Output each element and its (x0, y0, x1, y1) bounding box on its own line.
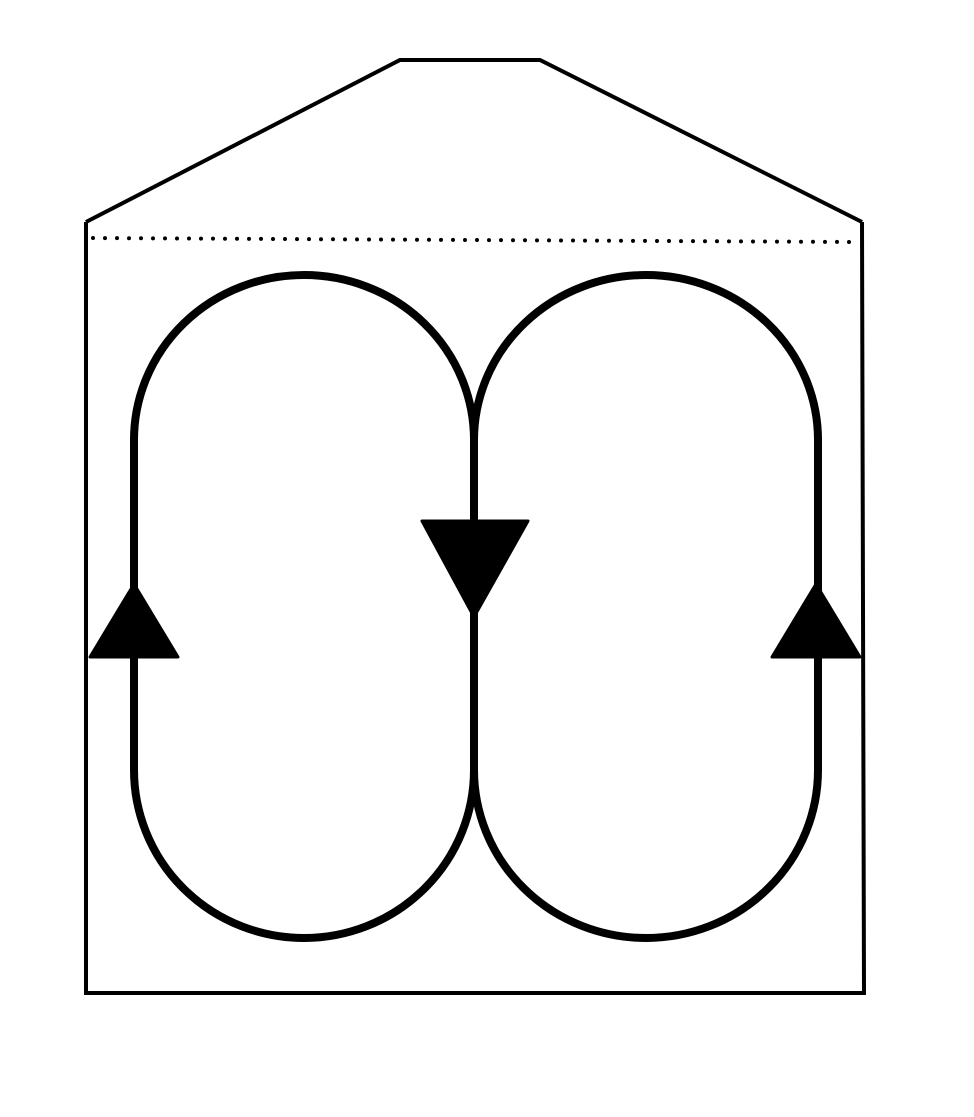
up-arrow-icon (88, 582, 180, 659)
left-circulation-loop (130, 271, 478, 942)
up-arrow-icon (770, 582, 862, 659)
housing-outline (84, 221, 867, 995)
down-arrow-icon (420, 519, 530, 619)
right-circulation-loop (470, 271, 822, 942)
roof-outline (85, 58, 863, 224)
dotted-level-line (91, 236, 859, 244)
